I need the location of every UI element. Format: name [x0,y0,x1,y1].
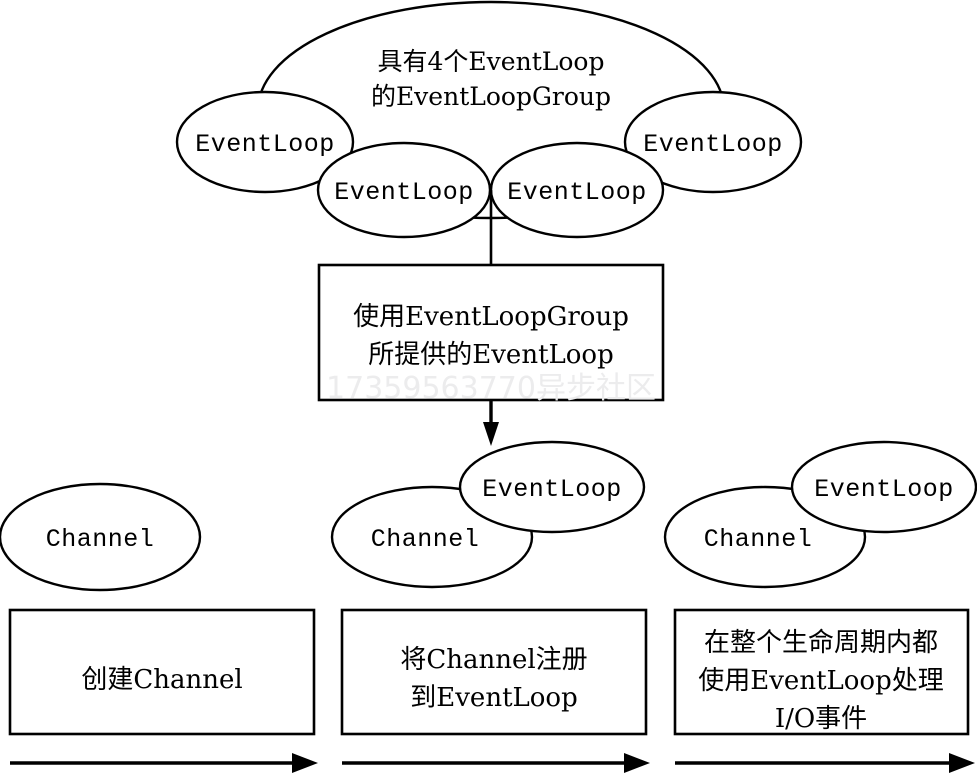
middle-box-line1: 使用EventLoopGroup [353,302,629,332]
event-loop-ellipse-stage3[interactable] [790,440,977,534]
middle-box-line2: 所提供的EventLoop [368,340,613,370]
event-loop-ellipse-4[interactable] [623,90,803,194]
group-title-line1: 具有4个EventLoop [378,47,605,76]
channel-label-3: Channel [704,525,813,554]
stage-boxes: 创建Channel 将Channel注册 到EventLoop 在整个生命周期内… [8,608,970,736]
event-loop-group-cluster: 具有4个EventLoop 的EventLoopGroup EventLoop … [175,0,803,239]
event-loop-label-2: EventLoop [334,178,474,207]
event-loop-label-3: EventLoop [507,178,647,207]
event-loop-label-1: EventLoop [195,130,335,159]
event-loop-label-4: EventLoop [643,130,783,159]
stage-box-3-line3: I/O事件 [775,704,867,734]
stage-box-2-line2: 到EventLoop [410,683,577,713]
channel-label-1: Channel [46,525,155,554]
timeline-arrow-1 [10,753,318,773]
stage-create-channel-shapes: Channel [0,482,202,592]
event-loop-label-stage3: EventLoop [814,475,954,504]
middle-description-box: 使用EventLoopGroup 所提供的EventLoop 173595637… [317,263,665,406]
arrow-box-to-event-loop-head [483,422,499,446]
stage-register-channel-shapes: Channel EventLoop [330,440,646,589]
event-loop-ellipse-stage2[interactable] [458,440,646,534]
timeline-arrow-2-head [624,753,650,773]
stage-box-3 [673,608,970,736]
event-loop-label-stage2: EventLoop [482,475,622,504]
channel-ellipse-1[interactable] [0,482,202,592]
event-loop-ellipse-1[interactable] [175,90,355,194]
timeline-arrow-1-head [292,753,318,773]
stage-box-3-line2: 使用EventLoop处理 [698,666,943,696]
stage-box-2-line1: 将Channel注册 [400,645,587,675]
arrow-box-to-event-loop [483,400,499,446]
stage-box-2 [340,608,648,736]
stage-box-1 [8,608,316,736]
stage-handle-io-shapes: Channel EventLoop [663,440,977,589]
channel-label-2: Channel [371,525,480,554]
timeline-arrow-2 [342,753,650,773]
stage-box-3-line1: 在整个生命周期内都 [704,628,938,658]
timeline-arrow-3-head [949,753,975,773]
timeline-arrow-3 [675,753,975,773]
stage-box-1-line1: 创建Channel [81,665,242,695]
group-title-line2: 的EventLoopGroup [371,82,611,111]
